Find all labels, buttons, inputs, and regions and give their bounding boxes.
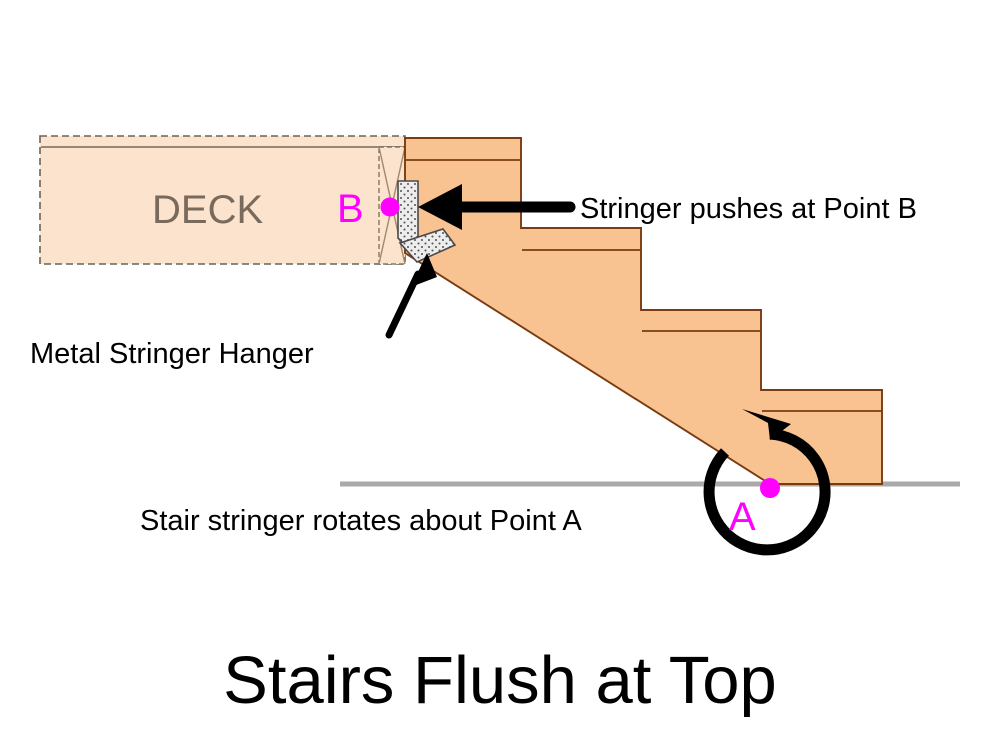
hanger-leader-arrow — [385, 253, 437, 339]
push-arrow-head — [418, 184, 462, 230]
hanger-vertical-leg — [397, 180, 419, 249]
stair-stringer — [404, 137, 883, 485]
diagram-title: Stairs Flush at Top — [223, 643, 777, 718]
hanger-angled-seat — [398, 228, 457, 263]
rotation-arrow — [703, 409, 831, 556]
stringer-pushes-label: Stringer pushes at Point B — [580, 193, 917, 225]
point-b-label: B — [337, 187, 364, 231]
point-a-marker — [760, 478, 780, 498]
metal-stringer-hanger — [397, 180, 457, 263]
stringer-outline — [404, 137, 883, 485]
deck-label: DECK — [152, 188, 263, 232]
hanger-leader-arrow-head — [411, 253, 437, 287]
stringer-push-arrow — [418, 184, 576, 230]
rotation-arrow-head — [742, 409, 791, 440]
tread-lines — [406, 159, 882, 412]
point-b-marker — [380, 197, 400, 217]
metal-hanger-label: Metal Stringer Hanger — [30, 338, 314, 370]
rotates-about-label: Stair stringer rotates about Point A — [140, 505, 582, 537]
point-a-label: A — [729, 495, 756, 539]
rotation-arc — [703, 428, 831, 556]
